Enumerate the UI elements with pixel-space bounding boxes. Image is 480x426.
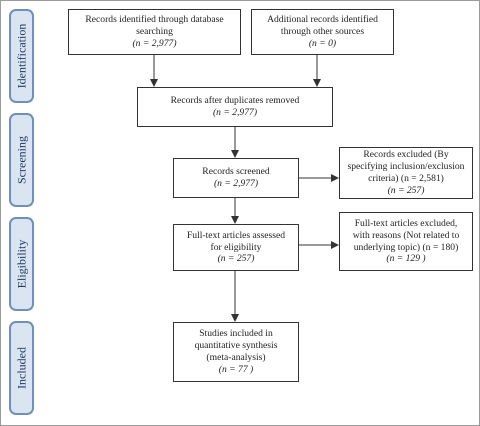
box-records-screened-line1: Records screened <box>202 166 270 178</box>
stage-identification: Identification <box>9 9 34 103</box>
box-database-records-count: (n = 2,977) <box>132 37 177 49</box>
stage-eligibility: Eligibility <box>9 217 34 311</box>
box-fulltext-excluded: Full-text articles excluded, with reason… <box>339 212 473 271</box>
box-records-excluded: Records excluded (By specifying inclusio… <box>339 147 473 199</box>
box-database-records-line2: searching <box>136 26 173 37</box>
box-records-excluded-line1: Records excluded (By <box>363 149 449 161</box>
box-records-screened-count: (n = 2,977) <box>213 178 259 189</box>
box-records-screened: Records screened (n = 2,977) <box>173 158 299 198</box>
box-records-excluded-line3: criteria) (n = 2,581) <box>368 173 444 184</box>
box-database-records: Records identified through database sear… <box>68 9 241 55</box>
box-database-records-line1: Records identified through database <box>85 14 224 26</box>
box-studies-included-line2: quantitative synthesis <box>194 340 278 352</box>
box-fulltext-assessed: Full-text articles assessed for eligibil… <box>173 224 299 271</box>
box-other-records-count: (n = 0) <box>308 37 337 49</box>
stage-screening: Screening <box>9 113 34 207</box>
box-studies-included: Studies included in quantitative synthes… <box>173 322 299 382</box>
stage-included: Included <box>9 321 34 415</box>
box-other-records-line1: Additional records identified <box>267 14 378 26</box>
box-fulltext-assessed-count: (n = 257) <box>217 253 255 265</box>
box-after-duplicates-count: (n = 2,977) <box>212 107 258 118</box>
box-fulltext-assessed-line1: Full-text articles assessed <box>186 229 286 241</box>
box-fulltext-excluded-line2: with reasons (Not related to <box>352 229 460 241</box>
box-records-excluded-line2: specifying inclusion/exclusion <box>347 161 465 173</box>
box-other-records-line2: through other sources <box>280 26 365 37</box>
box-fulltext-excluded-count: (n = 129 ) <box>386 253 426 265</box>
box-other-records: Additional records identified through ot… <box>251 9 394 55</box>
box-after-duplicates: Records after duplicates removed (n = 2,… <box>137 87 333 127</box>
box-studies-included-line3: (meta-analysis) <box>206 352 266 363</box>
box-fulltext-assessed-line2: for eligibility <box>210 241 262 253</box>
box-studies-included-count: (n = 77 ) <box>218 363 254 375</box>
box-after-duplicates-line1: Records after duplicates removed <box>170 95 300 107</box>
box-fulltext-excluded-line3: underlying topic) (n = 180) <box>353 241 459 253</box>
box-studies-included-line1: Studies included in <box>199 328 273 340</box>
box-records-excluded-count: (n = 257) <box>387 184 425 196</box>
box-fulltext-excluded-line1: Full-text articles excluded, <box>354 217 458 229</box>
